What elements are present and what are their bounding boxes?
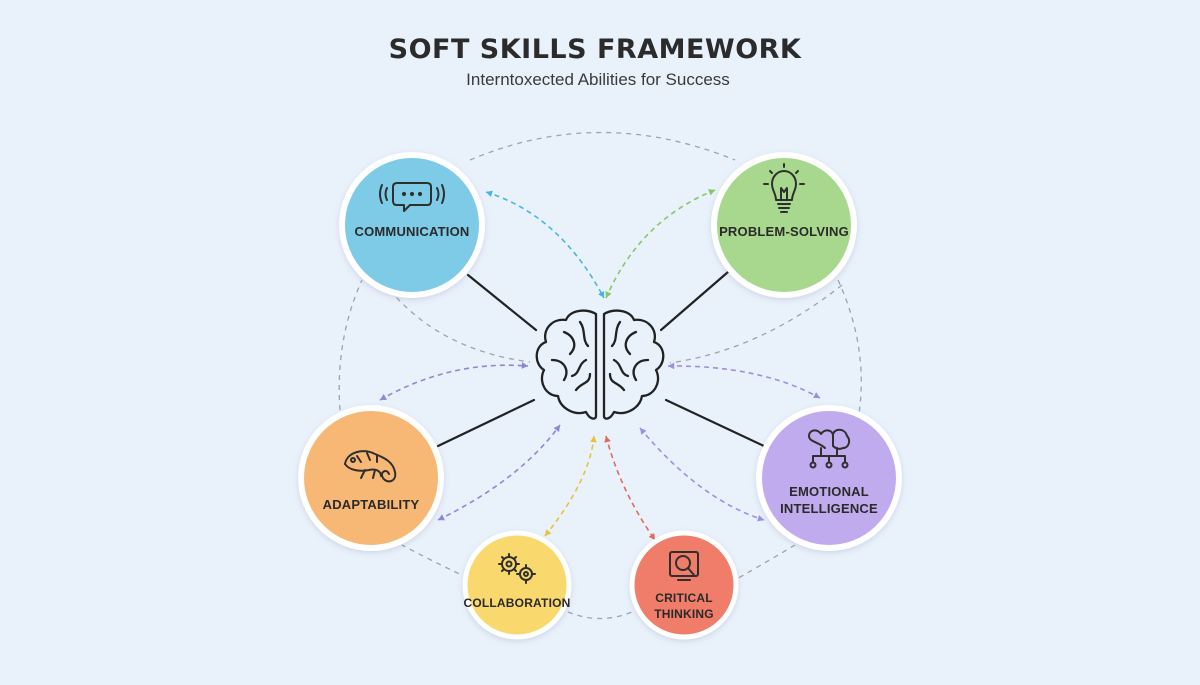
arrow-adaptability-lower-head-start [438,514,445,521]
arrow-adaptability-head-start [380,394,387,400]
arrow-adaptability-head-end [521,362,528,369]
spoke-adaptability [436,398,536,448]
arrow-communication-head-start [486,190,493,198]
ring-arc-left [338,279,363,411]
node-problem-solving: PROBLEM-SOLVING [711,152,857,298]
arrow-emotional-intelligence-head-end [813,392,820,398]
arrow-adaptability-lower-head-end [553,425,560,432]
arrow-problem-solving-head-start [708,189,715,196]
arrow-problem-solving-head-end [605,291,612,298]
arrow-adaptability [379,364,529,401]
heart-brain-icon [808,428,851,469]
speech-bubble-icon [379,182,445,212]
node-communication: COMMUNICATION [339,152,485,298]
arrow-emotional-lower-head-end [757,514,764,522]
arrow-critical-thinking-head-start [604,436,611,443]
ring-arc-bottom [567,611,633,620]
node-problem-solving-label: PROBLEM-SOLVING [719,224,849,239]
magnifier-icon [669,551,699,581]
arrow-communication-head-end [598,291,605,298]
arrow-emotional-intelligence [667,365,821,399]
arrow-critical-thinking-head-end [648,533,655,540]
arrow-collaboration [544,435,595,537]
spoke-communication [466,273,538,332]
arrow-adaptability-lower [437,424,561,521]
ring-arc-top [469,131,736,161]
node-collaboration: COLLABORATION [462,530,572,640]
node-communication-circle [339,152,485,298]
arrow-problem-solving [605,189,716,299]
arrow-collaboration-head-end [590,436,597,443]
skill-arrows [379,189,821,541]
chameleon-icon [344,450,397,483]
gears-icon [498,553,536,584]
arrow-emotional-intelligence-head-start [668,362,675,370]
outer-ring-connections [338,131,862,620]
node-adaptability-label: ADAPTABILITY [323,497,420,512]
arrow-emotional-lower-head-start [640,428,647,435]
node-adaptability-circle [298,405,444,551]
node-emotional-intelligence-circle [756,405,902,551]
ring-arc-inner-right [669,284,843,364]
arrow-collaboration-head-start [545,529,552,536]
lightbulb-icon [763,163,805,213]
brain-icon [535,309,665,420]
ring-arc-inner-left [389,289,531,363]
node-collaboration-circle [462,530,572,640]
spoke-emotional-intelligence [664,398,766,448]
node-communication-label: COMMUNICATION [354,224,469,239]
arrow-communication [485,191,605,299]
ring-arc-bottom-left [401,544,469,579]
spoke-lines [436,270,766,448]
arrow-critical-thinking [605,435,656,541]
node-problem-solving-circle [711,152,857,298]
ring-arc-right [837,279,862,421]
node-adaptability: ADAPTABILITY [298,405,444,551]
page-title: SOFT SKILLS FRAMEWORK [388,34,802,65]
spoke-problem-solving [659,270,730,332]
node-collaboration-label: COLLABORATION [463,596,570,610]
page-subtitle: Interntoxected Abilities for Success [466,70,730,89]
ring-arc-bottom-right [734,544,796,581]
arrow-emotional-lower [639,427,765,521]
node-critical-thinking-circle [629,530,739,640]
skill-nodes: COMMUNICATION PROBLEM-SOLVING [298,152,902,640]
